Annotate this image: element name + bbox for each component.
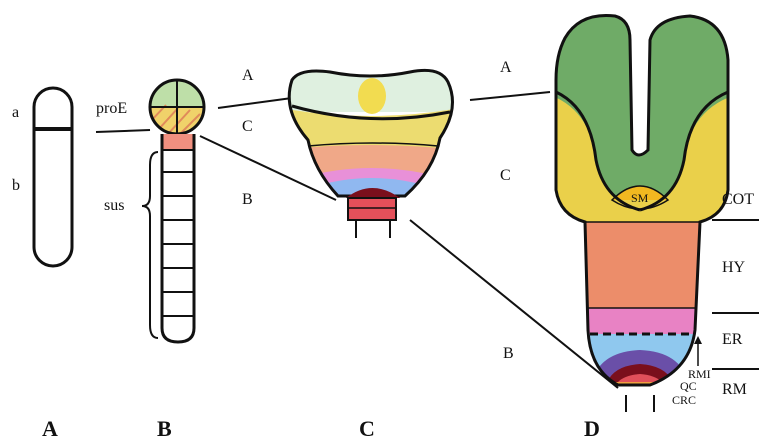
label-b: b	[12, 177, 20, 194]
zygote-cell	[34, 88, 72, 266]
hypophysis-cell	[162, 134, 194, 150]
label-sus: sus	[104, 197, 124, 214]
label-region-b-1: B	[242, 191, 253, 208]
panel-letter-d: D	[584, 416, 600, 438]
label-region-b-2: B	[503, 345, 514, 362]
panel-c-globular: C	[280, 60, 460, 438]
label-cot: COT	[722, 191, 754, 208]
panel-letter-c: C	[359, 416, 375, 438]
c-hypophysis-cell	[348, 198, 396, 220]
label-rm: RM	[722, 381, 747, 398]
label-region-a-2: A	[500, 59, 512, 76]
d-hypocotyl-orange	[550, 222, 735, 310]
label-er: ER	[722, 331, 743, 348]
label-hy: HY	[722, 259, 746, 276]
c-suspensor-stub	[356, 220, 390, 238]
label-a: a	[12, 104, 19, 121]
a-b-indicator-line	[96, 130, 150, 132]
suspensor-column	[162, 134, 194, 342]
d-suspensor-stub	[626, 395, 654, 412]
c-apical-yellow-spot	[358, 78, 386, 114]
label-sm: SM	[631, 191, 649, 205]
panel-a-zygote: a b A	[12, 88, 72, 438]
label-qc: QC	[680, 379, 697, 393]
panel-letter-a: A	[42, 416, 58, 438]
label-proe: proE	[96, 100, 127, 117]
sus-brace	[142, 152, 158, 338]
connector-c-d-top	[470, 92, 550, 100]
label-region-a-1: A	[242, 67, 254, 84]
label-region-c-2: C	[500, 167, 511, 184]
d-pink-zone	[550, 308, 735, 336]
panel-d-heart-torpedo: SM COT HY ER RM RMI QC CRC D	[550, 10, 759, 438]
label-crc: CRC	[672, 393, 696, 407]
panel-b-octant: proE sus B	[96, 78, 206, 438]
label-region-c-1: C	[242, 118, 253, 135]
panel-letter-b: B	[157, 416, 172, 438]
suspensor-cell-walls	[162, 150, 194, 316]
connector-b-c-top	[218, 98, 292, 108]
